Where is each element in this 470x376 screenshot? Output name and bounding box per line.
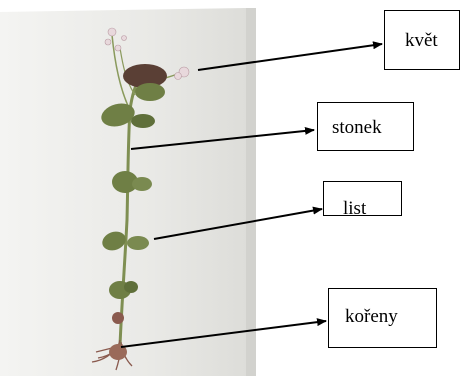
label-stem-text: stonek — [332, 117, 382, 138]
label-stem: stonek — [317, 102, 414, 151]
label-roots: kořeny — [328, 288, 437, 348]
label-leaf-text: list — [343, 198, 366, 219]
leaf — [127, 236, 149, 250]
label-flower-text: květ — [405, 30, 438, 51]
leaf — [131, 114, 155, 128]
label-flower: květ — [384, 10, 460, 70]
leaf — [132, 177, 152, 191]
leaf — [135, 83, 165, 101]
leaf — [112, 312, 124, 324]
leaf — [124, 281, 138, 293]
label-roots-text: kořeny — [345, 306, 398, 327]
label-leaf: list — [323, 181, 402, 216]
